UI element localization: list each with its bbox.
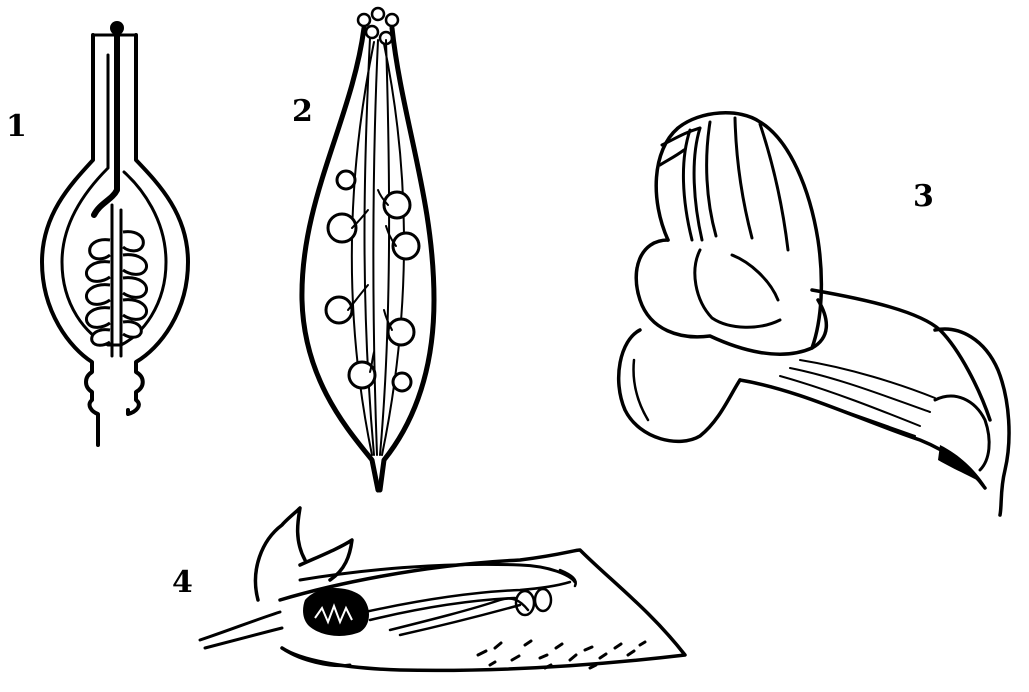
figure-label-1: 1 — [6, 112, 27, 142]
figure-label-4: 4 — [172, 568, 193, 598]
figure-1-ovary-section — [42, 21, 188, 445]
figure-2-pistil — [302, 8, 434, 490]
figure-4-flower-section — [200, 508, 685, 670]
figure-3-flower — [619, 113, 1009, 515]
figure-label-2: 2 — [292, 97, 313, 127]
figure-label-3: 3 — [913, 182, 934, 212]
